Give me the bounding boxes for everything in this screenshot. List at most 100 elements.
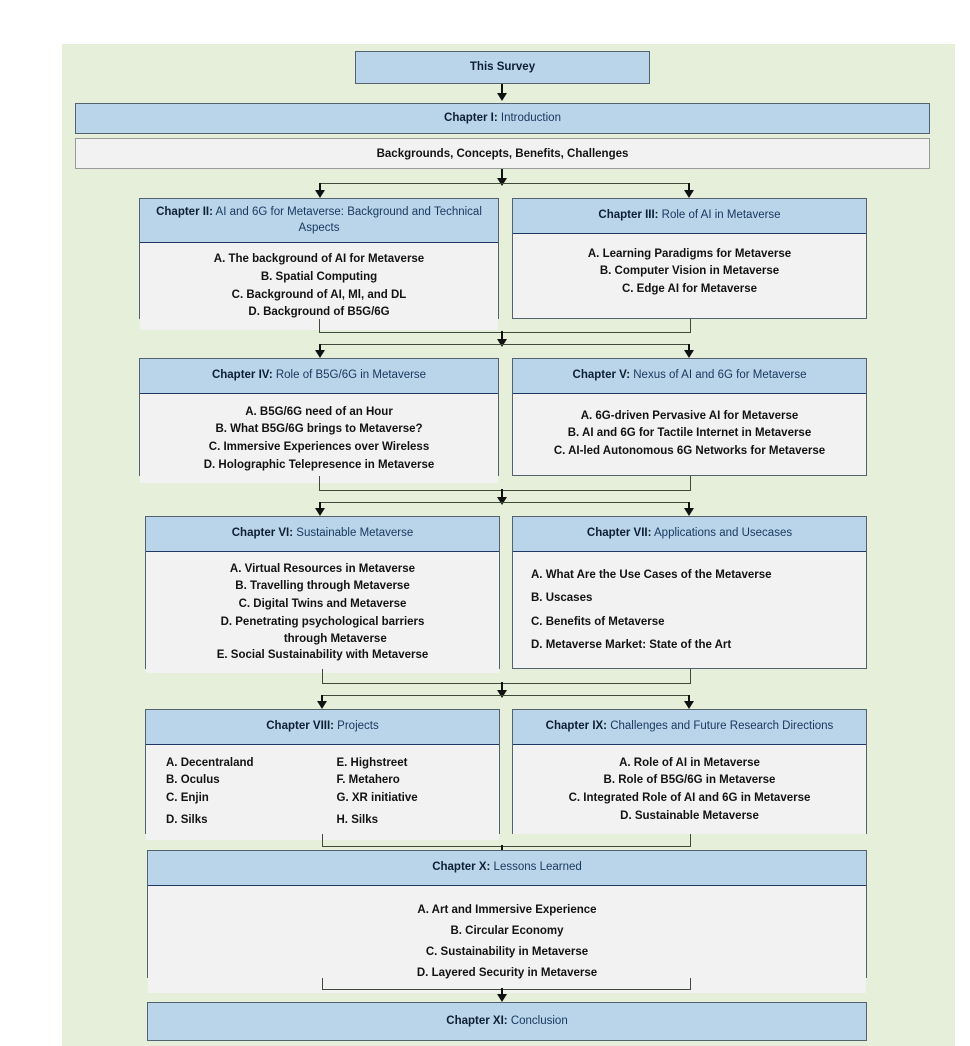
list-item: A. 6G-driven Pervasive AI for Metaverse [580,409,799,422]
connector-line [501,331,503,343]
connector-line [320,183,690,184]
node-chapter-7[interactable]: Chapter VII: Applications and Usecases A… [512,516,867,669]
connector-merge [322,669,691,684]
connector-line [501,84,503,96]
strip-backgrounds: Backgrounds, Concepts, Benefits, Challen… [75,138,930,169]
node-body: A. What Are the Use Cases of the Metaver… [513,551,866,666]
node-title: Chapter VIII: Projects [146,710,499,745]
connector-arrow [497,339,507,347]
list-item: C. Background of AI, Ml, and DL [231,288,407,301]
column-left: A. Decentraland B. Oculus C. Enjin D. Si… [166,755,323,833]
connector-arrow [684,350,694,358]
connector-line [501,169,503,182]
list-item: C. Integrated Role of AI and 6G in Metav… [568,792,811,805]
connector-arrow [315,350,325,358]
list-item: C. Immersive Experiences over Wireless [208,441,430,454]
list-item: D. Holographic Telepresence in Metaverse [203,458,435,471]
list-item: A. Learning Paradigms for Metaverse [587,247,792,260]
node-title: Chapter X: Lessons Learned [148,851,866,886]
connector-arrow [684,190,694,198]
node-title: Chapter V: Nexus of AI and 6G for Metave… [513,359,866,394]
connector-line [688,344,690,353]
list-item: D. Background of B5G/6G [248,306,390,319]
list-item: D. Layered Security in Metaverse [416,967,598,980]
list-item: B. Computer Vision in Metaverse [599,265,780,278]
list-item: A. The background of AI for Metaverse [213,253,425,266]
node-title-rest: Lessons Learned [490,861,582,873]
connector-arrow [315,190,325,198]
connector-arrow [315,508,325,516]
list-item: B. AI and 6G for Tactile Internet in Met… [567,427,812,440]
node-title: Chapter II: AI and 6G for Metaverse: Bac… [140,199,498,244]
node-title-rest: Introduction [497,112,561,124]
connector-line [688,695,690,704]
list-item: A. What Are the Use Cases of the Metaver… [531,568,772,581]
node-item-list: A. B5G/6G need of an Hour B. What B5G/6G… [146,404,492,475]
connector-line [688,183,690,193]
node-title-rest: Sustainable Metaverse [293,527,414,539]
node-item-columns: A. Decentraland B. Oculus C. Enjin D. Si… [152,755,493,833]
node-title-rest: Role of AI in Metaverse [658,209,781,221]
node-item-list: A. Virtual Resources in Metaverse B. Tra… [152,561,493,666]
connector-merge [319,476,691,491]
connector-line [319,183,321,193]
node-title: Chapter III: Role of AI in Metaverse [513,199,866,234]
node-title-rest: Challenges and Future Research Direction… [607,720,834,732]
connector-line [321,695,323,704]
node-body: A. Decentraland B. Oculus C. Enjin D. Si… [146,744,499,841]
node-title-rest: Applications and Usecases [651,527,793,539]
connector-line [320,502,690,503]
list-item: D. Metaverse Market: State of the Art [531,639,732,652]
connector-merge [322,834,691,847]
node-title-rest: Role of B5G/6G in Metaverse [272,369,427,381]
list-item: C. Edge AI for Metaverse [621,283,758,296]
node-chapter-1[interactable]: Chapter I: Introduction [75,103,930,134]
list-item: A. Art and Immersive Experience [417,903,597,916]
connector-line [688,502,690,511]
node-item-list: A. Decentraland B. Oculus C. Enjin D. Si… [166,755,323,833]
node-chapter-4[interactable]: Chapter IV: Role of B5G/6G in Metaverse … [139,358,499,483]
node-chapter-3[interactable]: Chapter III: Role of AI in Metaverse A. … [512,198,867,319]
connector-arrow [684,508,694,516]
list-item: A. Role of AI in Metaverse [619,756,760,769]
list-item: B. Spatial Computing [260,270,378,283]
node-chapter-6[interactable]: Chapter VI: Sustainable Metaverse A. Vir… [145,516,500,674]
node-body: A. Virtual Resources in Metaverse B. Tra… [146,551,499,674]
node-item-list: A. Learning Paradigms for Metaverse B. C… [519,246,860,299]
list-item: D. Silks [166,813,208,826]
node-item-list: E. Highstreet F. Metahero G. XR initiati… [337,755,494,833]
node-item-list: A. 6G-driven Pervasive AI for Metaverse … [519,408,860,461]
node-chapter-9[interactable]: Chapter IX: Challenges and Future Resear… [512,709,867,834]
node-title-rest: Conclusion [507,1015,568,1027]
node-body: A. B5G/6G need of an Hour B. What B5G/6G… [140,393,498,483]
node-chapter-10[interactable]: Chapter X: Lessons Learned A. Art and Im… [147,850,867,993]
node-item-list: A. The background of AI for Metaverse B.… [146,251,492,322]
node-this-survey[interactable]: This Survey [355,51,650,84]
node-title: This Survey [469,61,536,73]
node-body: A. Role of AI in Metaverse B. Role of B5… [513,744,866,834]
node-title-rest: AI and 6G for Metaverse: Background and … [212,206,482,234]
node-title: Chapter IX: Challenges and Future Resear… [513,710,866,745]
connector-line [319,502,321,511]
node-chapter-8[interactable]: Chapter VIII: Projects A. Decentraland B… [145,709,500,841]
connector-line [320,344,690,345]
node-item-list: A. What Are the Use Cases of the Metaver… [531,564,860,658]
connector-arrow [497,93,507,101]
list-item: E. Social Sustainability with Metaverse [216,649,429,662]
list-item: G. XR initiative [336,792,418,805]
column-right: E. Highstreet F. Metahero G. XR initiati… [323,755,494,833]
node-title: Chapter VII: Applications and Usecases [513,517,866,552]
list-item: B. Role of B5G/6G in Metaverse [603,774,776,787]
node-body: A. The background of AI for Metaverse B.… [140,243,498,331]
node-chapter-11[interactable]: Chapter XI: Conclusion [147,1002,867,1041]
list-item: A. B5G/6G need of an Hour [245,405,393,418]
connector-line [501,489,503,501]
list-item: D. Sustainable Metaverse [620,809,759,822]
list-item: B. Travelling through Metaverse [235,580,410,593]
node-chapter-2[interactable]: Chapter II: AI and 6G for Metaverse: Bac… [139,198,499,331]
list-item: H. Silks [336,813,379,826]
strip-label: Backgrounds, Concepts, Benefits, Challen… [376,147,629,160]
node-title-rest: Nexus of AI and 6G for Metaverse [630,369,807,381]
node-chapter-5[interactable]: Chapter V: Nexus of AI and 6G for Metave… [512,358,867,476]
